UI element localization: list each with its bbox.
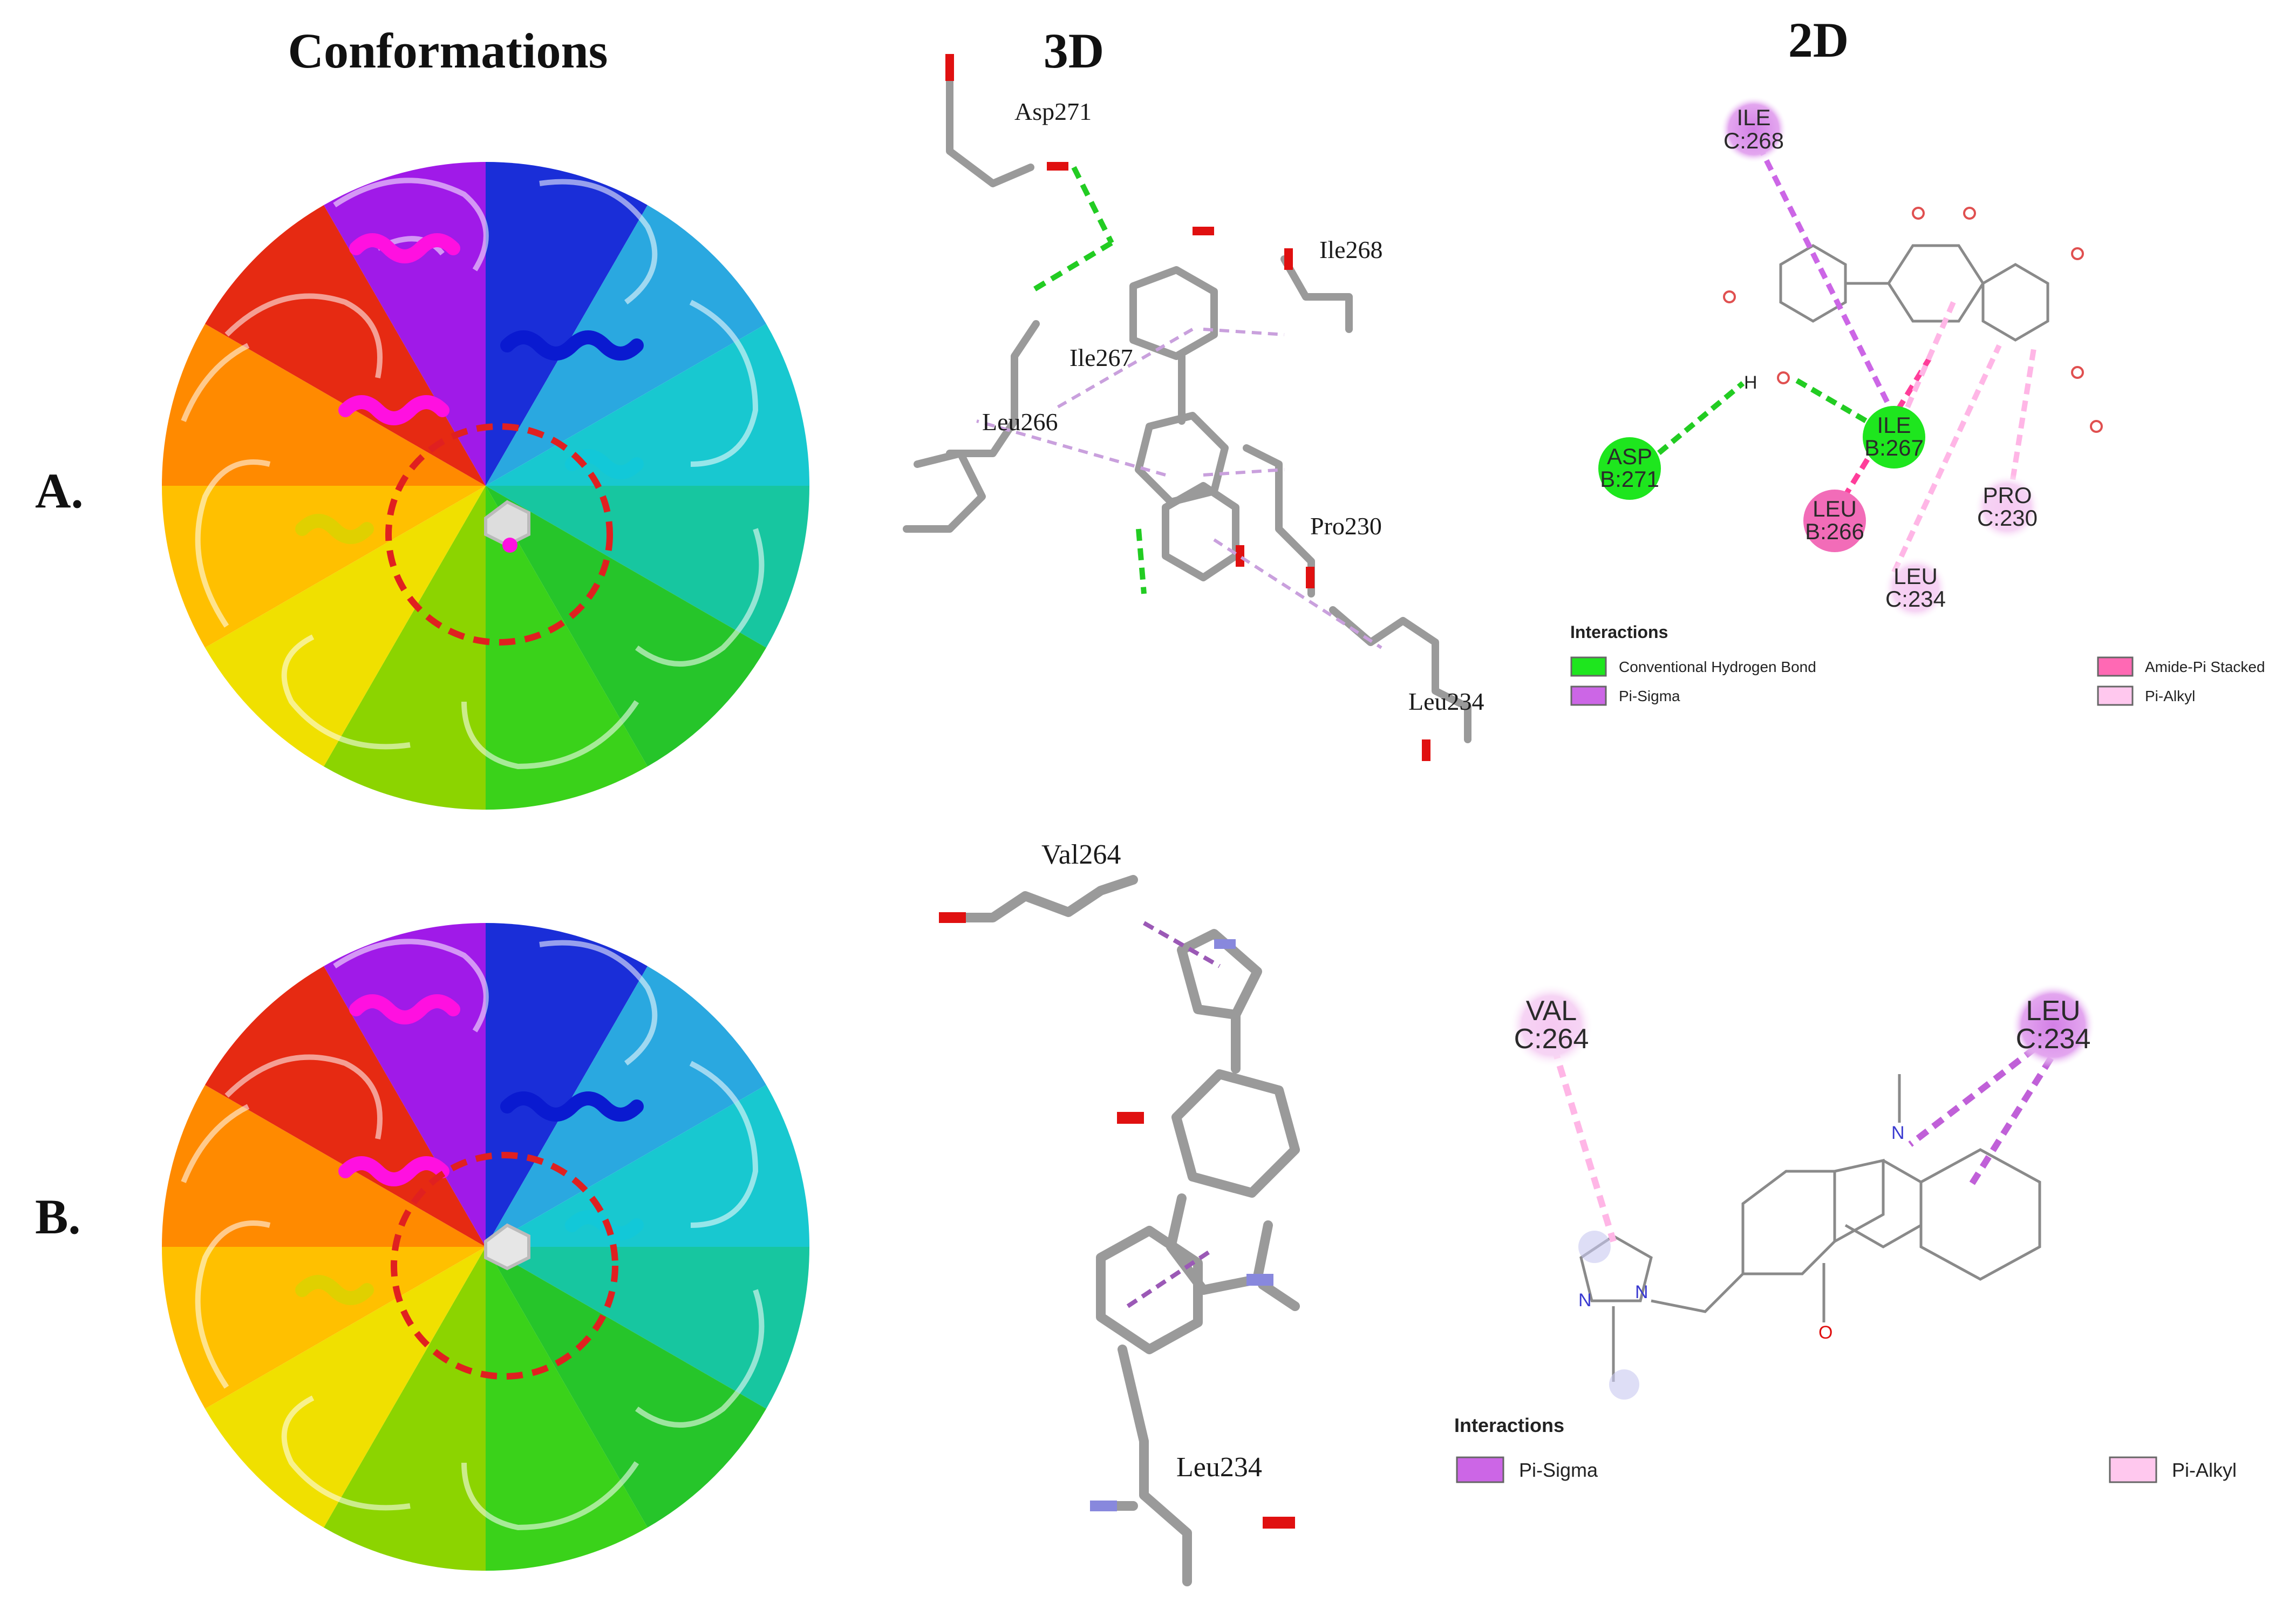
header-2d: 2D xyxy=(1788,12,1849,67)
legend-swatch-pi-sigma-a xyxy=(1570,685,1607,706)
interaction-3d-b: Val264 Leu234 xyxy=(939,839,1300,1586)
legend-title-a: Interactions xyxy=(1570,622,1668,642)
residue-node-val-c264: VAL C:264 xyxy=(1509,983,1593,1068)
atom-highlight-methyl xyxy=(1609,1369,1639,1400)
legend-swatch-pi-alkyl-a xyxy=(2097,685,2134,706)
residue-node-leu-c234: LEU C:234 xyxy=(1883,556,1948,621)
svg-text:C:264: C:264 xyxy=(1514,1023,1589,1055)
protein-conformation-b xyxy=(161,922,810,1571)
row-label-b: B. xyxy=(35,1189,80,1244)
ligand-sticks-3d-a xyxy=(903,56,1471,743)
legend-swatch-amide-pi xyxy=(2097,656,2134,677)
nitrogen-atom-label-2: N xyxy=(1635,1282,1648,1302)
ligand-oxygens-2d-a xyxy=(1723,207,2103,433)
ligand-sticks-3d-b xyxy=(945,875,1300,1586)
svg-text:VAL: VAL xyxy=(1526,995,1577,1027)
svg-text:B:267: B:267 xyxy=(1864,435,1924,460)
interaction-3d-a: Asp271 Ile268 Ile267 Leu266 Pro230 Leu23… xyxy=(903,54,1484,761)
legend-swatch-pi-sigma-b xyxy=(1456,1456,1504,1483)
svg-text:LEU: LEU xyxy=(2026,995,2080,1027)
header-conformations: Conformations xyxy=(288,23,608,78)
residue-node-pro-c230: PRO C:230 xyxy=(1974,474,2041,541)
residue-label-leu266: Leu266 xyxy=(982,408,1058,436)
residue-node-asp-b271: ASP B:271 xyxy=(1598,437,1661,500)
svg-text:PRO: PRO xyxy=(1982,483,2032,508)
svg-text:C:230: C:230 xyxy=(1977,505,2038,531)
svg-text:C:234: C:234 xyxy=(2016,1023,2091,1055)
nitrogen-atom-label-3: N xyxy=(1891,1123,1905,1143)
legend-label-pi-alkyl-b: Pi-Alkyl xyxy=(2172,1459,2237,1481)
svg-text:LEU: LEU xyxy=(1813,496,1857,521)
legend-a: Interactions Conventional Hydrogen Bond … xyxy=(1570,622,2265,706)
svg-text:ASP: ASP xyxy=(1607,444,1652,469)
oxygen-atom-label: O xyxy=(1818,1322,1832,1343)
legend-label-pi-sigma-b: Pi-Sigma xyxy=(1519,1459,1598,1481)
svg-text:C:268: C:268 xyxy=(1723,128,1784,153)
ligand-skeleton-2d-b xyxy=(1579,1074,2041,1382)
svg-text:B:266: B:266 xyxy=(1805,519,1864,544)
residue-label-val264: Val264 xyxy=(1041,839,1121,870)
oxygen-atoms-3d-a xyxy=(945,54,1430,761)
interaction-lines-2d-b xyxy=(1551,1034,2065,1243)
svg-text:LEU: LEU xyxy=(1893,564,1938,589)
ligand-in-site-b xyxy=(484,1223,530,1271)
residue-node-leu-b266: LEU B:266 xyxy=(1803,490,1866,552)
legend-label-pi-sigma-a: Pi-Sigma xyxy=(1619,688,1680,704)
legend-label-pi-alkyl-a: Pi-Alkyl xyxy=(2145,688,2195,704)
residue-label-leu234: Leu234 xyxy=(1408,688,1484,715)
legend-title-b: Interactions xyxy=(1454,1414,1564,1436)
binding-site-circle-a xyxy=(385,423,613,646)
pi-contacts-3d-b xyxy=(1126,921,1221,1308)
residue-label-ile267: Ile267 xyxy=(1069,344,1133,371)
binding-site-circle-b xyxy=(391,1152,618,1380)
atom-highlight-n1 xyxy=(1578,1231,1611,1263)
row-label-a: A. xyxy=(35,463,83,518)
residue-label-pro230: Pro230 xyxy=(1310,512,1382,540)
residue-node-leu-c234-2d: LEU C:234 xyxy=(2011,983,2095,1068)
helices-a xyxy=(295,233,644,544)
svg-text:B:271: B:271 xyxy=(1600,466,1659,492)
legend-swatch-pi-alkyl-b xyxy=(2109,1456,2157,1483)
heteroatoms-3d-b xyxy=(939,912,1295,1529)
residue-label-leu234-3d: Leu234 xyxy=(1176,1452,1262,1483)
header-3d: 3D xyxy=(1044,23,1104,78)
hydrogen-atom-label: H xyxy=(1744,372,1757,393)
protein-ribbon-a xyxy=(161,161,810,810)
legend-label-amide-pi: Amide-Pi Stacked xyxy=(2145,659,2265,675)
residue-node-ile-b267: ILE B:267 xyxy=(1863,406,1925,469)
hbonds-3d-a xyxy=(1029,166,1147,594)
residue-node-ile-c268: ILE C:268 xyxy=(1720,96,1787,163)
nitrogen-atom-label-1: N xyxy=(1578,1290,1592,1311)
ribbon-texture-a xyxy=(181,178,765,770)
pi-contacts-3d-a xyxy=(976,328,1382,649)
residue-label-asp271: Asp271 xyxy=(1014,98,1092,125)
svg-text:C:234: C:234 xyxy=(1885,586,1946,612)
ligand-skeleton-2d-a xyxy=(1779,244,2049,342)
residue-label-ile268: Ile268 xyxy=(1319,236,1383,263)
legend-b: Interactions Pi-Sigma Pi-Alkyl xyxy=(1454,1414,2237,1483)
interaction-2d-a: H ILE C:268 ASP B:271 ILE B:267 LEU xyxy=(1570,96,2265,706)
svg-text:ILE: ILE xyxy=(1877,412,1911,438)
legend-swatch-hbond xyxy=(1570,656,1607,677)
ligand-in-site-a xyxy=(484,500,530,553)
svg-text:ILE: ILE xyxy=(1736,105,1770,130)
protein-conformation-a xyxy=(161,161,810,810)
legend-label-hbond: Conventional Hydrogen Bond xyxy=(1619,659,1816,675)
ribbon-texture-b xyxy=(181,939,765,1531)
interaction-2d-b: N N N O VAL C:264 LEU C:234 Interactions… xyxy=(1454,983,2237,1483)
